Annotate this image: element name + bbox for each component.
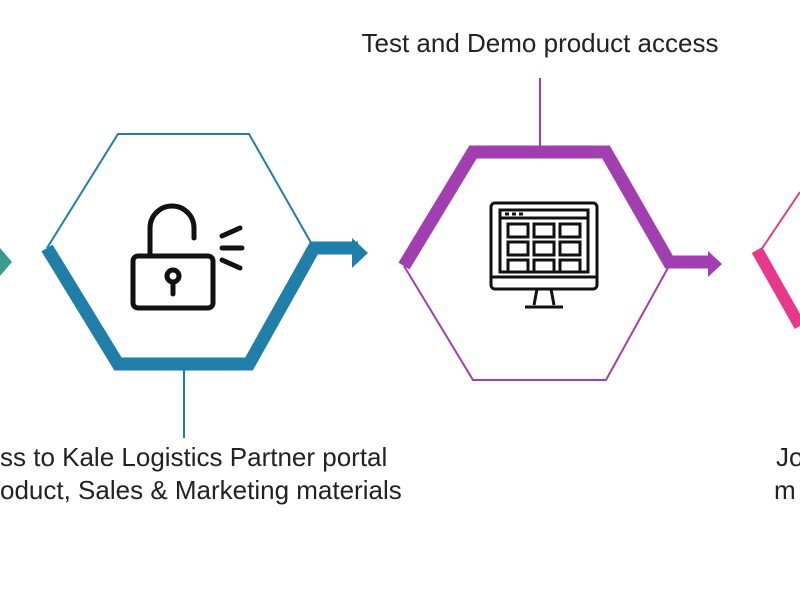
- step-label-line-1: ss to Kale Logistics Partner portal: [0, 442, 387, 472]
- step-label-line-2: m: [774, 475, 796, 505]
- arrow-head: [352, 238, 368, 268]
- desktop-dashboard-icon: [489, 201, 599, 309]
- hexagon-lower-outline: [403, 265, 670, 381]
- step-third-partial: Jo m: [751, 191, 800, 505]
- step-label-line-2: oduct, Sales & Marketing materials: [0, 475, 402, 505]
- step-label-line-1: Jo: [776, 442, 800, 472]
- hexagon-lower-thick-outline: [751, 247, 800, 329]
- step-partner-portal: ss to Kale Logistics Partner portal oduc…: [0, 133, 402, 505]
- step-test-demo-access: Test and Demo product access: [362, 28, 722, 381]
- step-label-line-1: Test and Demo product access: [362, 28, 719, 58]
- hexagon-lower-thick-outline: [41, 241, 358, 371]
- arrow-head: [708, 251, 722, 277]
- hexagon-upper-thick-outline: [398, 145, 712, 270]
- unlocked-padlock-icon: [130, 203, 245, 311]
- hexagon-upper-outline: [46, 133, 315, 249]
- previous-step-arrow: [0, 248, 12, 276]
